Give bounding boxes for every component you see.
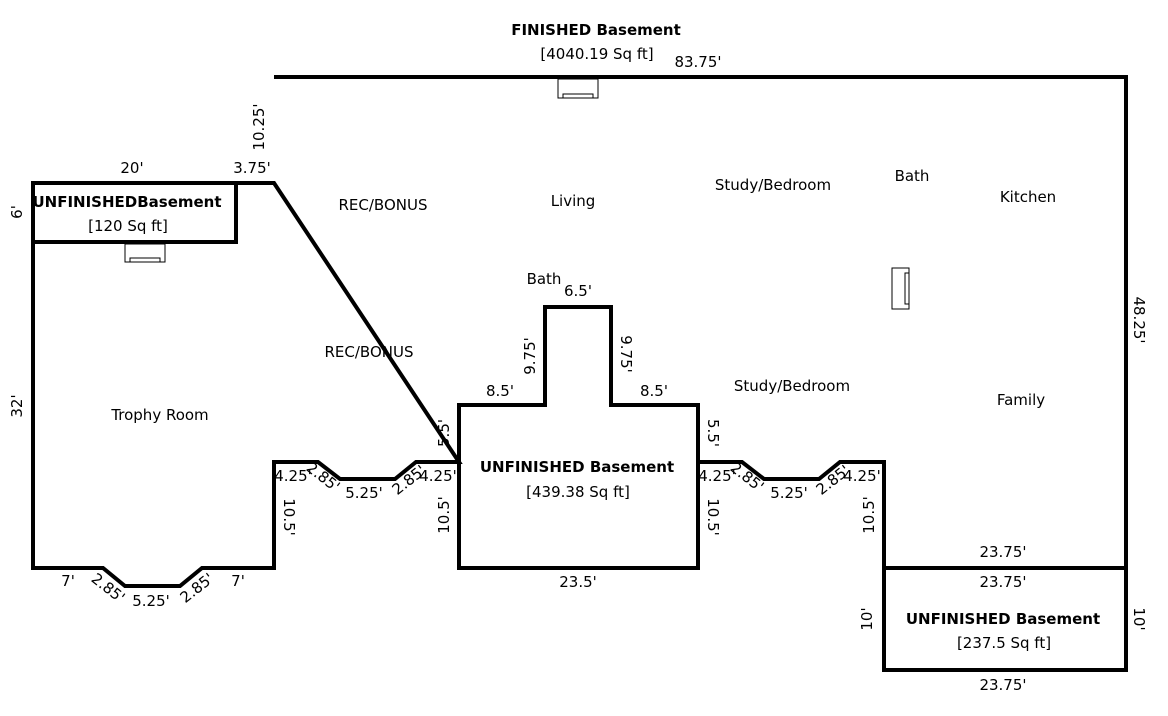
dim-right-notch-vertical: 10.5' (860, 496, 878, 534)
unfinished-center-area: [439.38 Sq ft] (526, 483, 630, 501)
dim-bay-diag-b: 2.85' (177, 569, 218, 606)
dim-center-top-left: 8.5' (486, 382, 514, 400)
dim-right-box-right: 10' (1130, 607, 1148, 630)
unfinished-left-area: [120 Sq ft] (88, 217, 168, 235)
dim-right-wall: 48.25' (1130, 296, 1148, 343)
dim-left-notch-flat: 5.25' (345, 484, 383, 502)
room-family: Family (997, 391, 1045, 409)
room-rec-bonus-lower: REC/BONUS (325, 343, 414, 361)
dim-left-wall: 32' (8, 394, 26, 417)
stair-icon-right (891, 267, 910, 310)
room-bath-center: Bath (527, 270, 562, 288)
room-study-bedroom-lower: Study/Bedroom (734, 377, 850, 395)
dim-right-notch-flat: 5.25' (770, 484, 808, 502)
dim-bay-flat: 5.25' (132, 592, 170, 610)
dim-bay-diag-a: 2.85' (88, 569, 129, 606)
dim-right-box-top-inner: 23.75' (979, 573, 1026, 591)
dim-bath-left: 9.75' (521, 337, 539, 375)
unfinished-left-title: UNFINISHEDBasement (32, 193, 221, 211)
room-living: Living (551, 192, 596, 210)
finished-basement-outline (31, 75, 1128, 588)
dim-left-notch-vertical: 10.5' (280, 498, 298, 536)
dim-bay-7a: 7' (61, 572, 75, 590)
dim-center-left-105: 10.5' (435, 496, 453, 534)
dim-right-box-bottom: 23.75' (979, 676, 1026, 694)
finished-title: FINISHED Basement (511, 21, 681, 39)
room-trophy-room: Trophy Room (110, 406, 208, 424)
stair-icon-top (557, 78, 599, 99)
dim-bath-right: 9.75' (617, 335, 635, 373)
dim-center-right-55: 5.5' (704, 419, 722, 447)
dim-right-box-top-outer: 23.75' (979, 543, 1026, 561)
unfinished-left-box (31, 181, 238, 244)
dim-center-bottom: 23.5' (559, 573, 597, 591)
room-study-bedroom-upper: Study/Bedroom (715, 176, 831, 194)
dim-bath-top: 6.5' (564, 282, 592, 300)
dim-right-notch-425a: 4.25' (698, 467, 736, 485)
dim-bay-7b: 7' (231, 572, 245, 590)
dim-small-box-height: 6' (8, 205, 26, 219)
room-rec-bonus-upper: REC/BONUS (339, 196, 428, 214)
dim-left-step: 3.75' (233, 159, 271, 177)
unfinished-right-box (882, 566, 1128, 672)
stair-icon-left (124, 243, 166, 263)
dim-top: 83.75' (674, 53, 721, 71)
room-kitchen: Kitchen (1000, 188, 1056, 206)
dim-left-notch-425b: 4.25' (419, 467, 457, 485)
dim-left-upper-vertical: 10.25' (250, 103, 268, 150)
dim-left-notch-425a: 4.25' (274, 467, 312, 485)
dim-small-box-width: 20' (120, 159, 143, 177)
finished-area: [4040.19 Sq ft] (540, 45, 653, 63)
unfinished-center-title: UNFINISHED Basement (480, 458, 674, 476)
dim-center-top-right: 8.5' (640, 382, 668, 400)
unfinished-right-area: [237.5 Sq ft] (957, 634, 1051, 652)
unfinished-right-title: UNFINISHED Basement (906, 610, 1100, 628)
dim-right-box-left: 10' (858, 607, 876, 630)
dim-right-notch-425b: 4.25' (843, 467, 881, 485)
room-bath-right: Bath (895, 167, 930, 185)
dim-center-left-55: 5.5' (435, 419, 453, 447)
dim-center-right-105: 10.5' (704, 498, 722, 536)
